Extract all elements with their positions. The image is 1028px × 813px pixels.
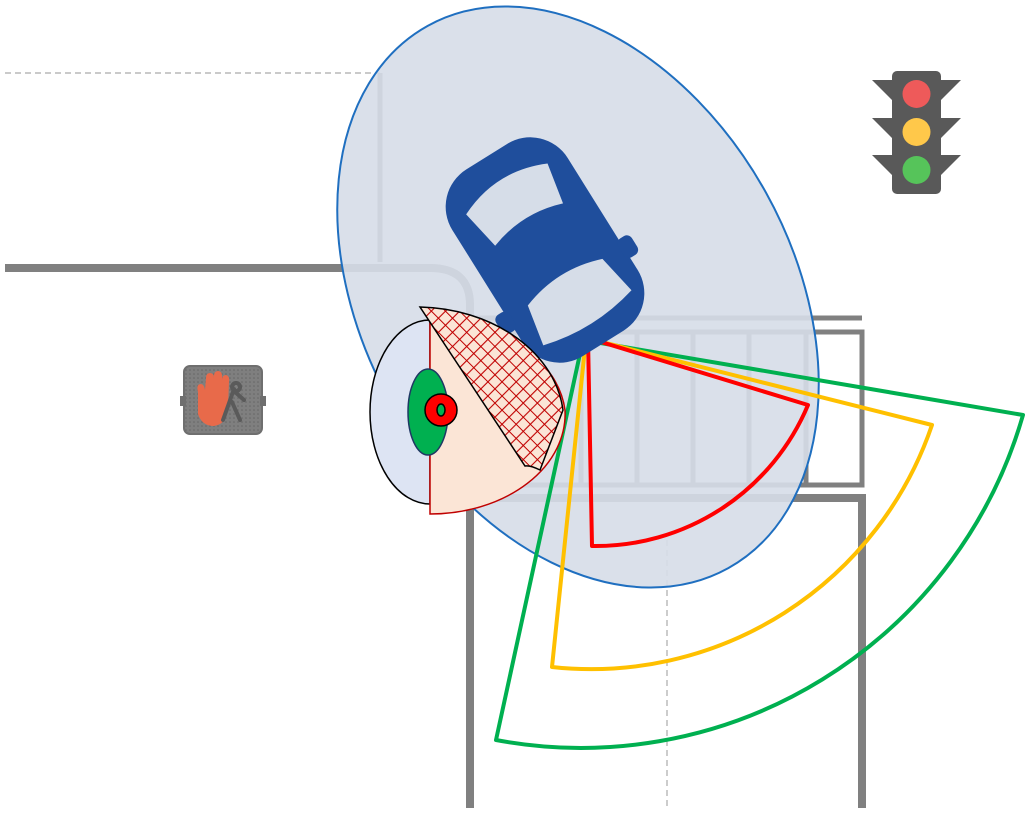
pedestrian-signal-bracket-right bbox=[260, 396, 266, 406]
car-rear-window bbox=[466, 163, 564, 246]
traffic-light-icon bbox=[872, 71, 961, 194]
dont-walk-hand-icon bbox=[180, 365, 266, 435]
pedestrian-zone bbox=[369, 306, 566, 515]
car-top-view-icon bbox=[445, 137, 645, 363]
traffic-light-yellow-lamp bbox=[902, 118, 931, 146]
sector-yellow bbox=[550, 336, 934, 672]
traffic-light-visor-left bbox=[872, 80, 892, 175]
pedestrian-hatched-zone bbox=[418, 306, 564, 472]
pedestrian-rear-zone bbox=[369, 319, 431, 505]
traffic-light-red-lamp bbox=[902, 80, 931, 108]
walking-person-symbol bbox=[221, 381, 246, 422]
pedestrian-head bbox=[436, 403, 446, 417]
sector-green bbox=[494, 338, 1025, 750]
sector-red bbox=[586, 336, 810, 549]
car-windshield bbox=[527, 258, 632, 346]
hand-symbol bbox=[197, 371, 230, 426]
pedestrian-signal-bracket-left bbox=[180, 396, 186, 406]
traffic-light-visor-right bbox=[941, 80, 961, 175]
traffic-light-green-lamp bbox=[902, 156, 931, 184]
car-mirror-right bbox=[617, 235, 639, 258]
detection-sectors bbox=[494, 336, 1025, 750]
